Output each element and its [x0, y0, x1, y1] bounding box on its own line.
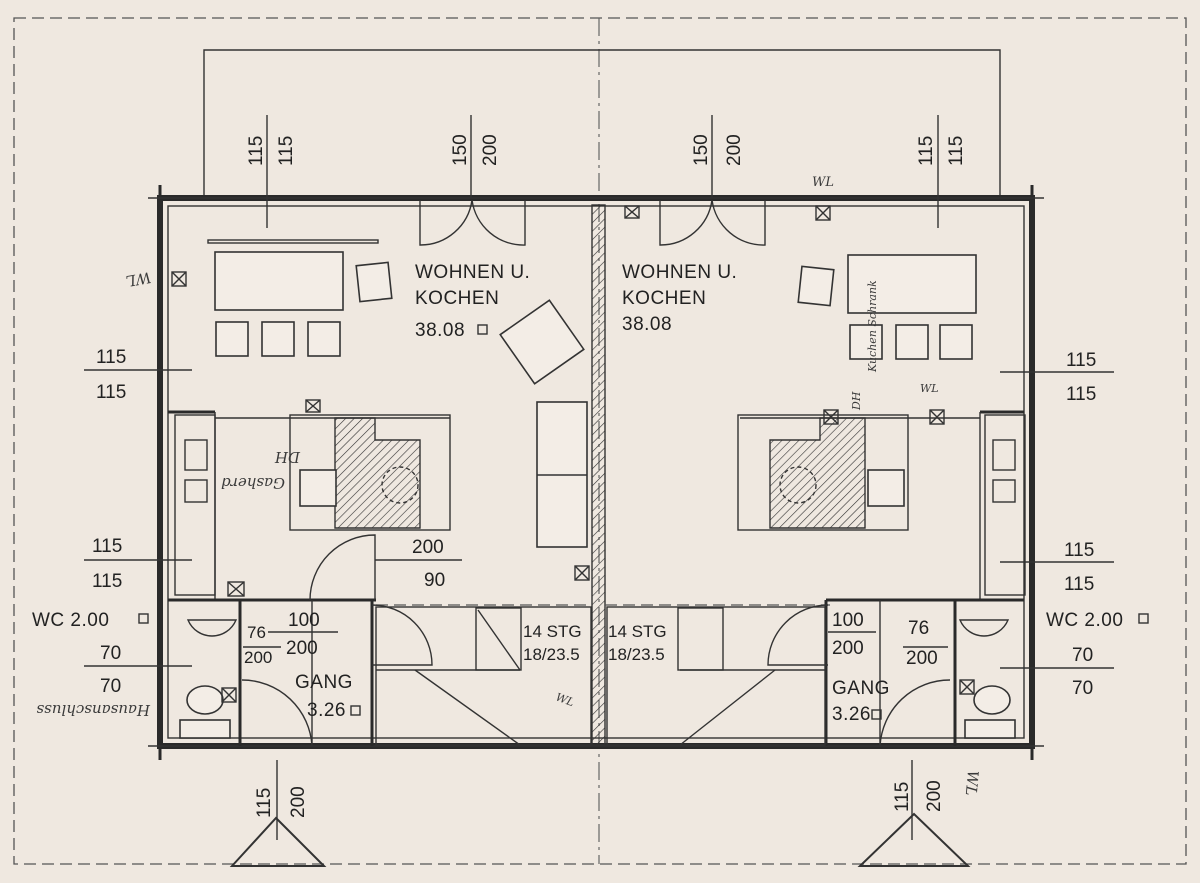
note-right-wl: WL [920, 382, 939, 395]
dim-left-gang-door-a: 100 [288, 610, 320, 631]
left-gang-area-mark [350, 705, 361, 716]
dim-top-right-window-b: 115 [946, 136, 967, 166]
outlet-markers [171, 205, 975, 703]
dim-top-left-window-b: 115 [276, 136, 297, 166]
dim-right-window2-a: 115 [1064, 540, 1094, 561]
left-kitchen [174, 414, 451, 596]
dim-right-wc-door-a: 76 [908, 618, 929, 639]
dim-left-wc-window-a: 70 [100, 643, 121, 664]
note-left-stair-wl: WL [554, 691, 576, 710]
dim-right-window-b: 115 [1066, 384, 1096, 405]
dim-left-wc-door-a: 76 [247, 623, 266, 642]
right-living-room-name: WOHNEN U. [622, 262, 737, 283]
dim-right-gang-door-b: 200 [832, 638, 864, 659]
left-living-room-name-2: KOCHEN [415, 288, 499, 309]
left-dining-table [214, 251, 344, 311]
left-stove [299, 469, 337, 507]
dimension-leaders [84, 115, 1114, 840]
dim-right-entrance-a: 115 [892, 782, 913, 812]
left-dining [207, 239, 393, 357]
dim-left-window2-a: 115 [92, 536, 122, 557]
right-gang-label: GANG [832, 678, 890, 699]
dim-top-right-door-b: 200 [724, 134, 745, 166]
right-gang-area: 3.26 [832, 704, 871, 725]
right-living-room-name-2: KOCHEN [622, 288, 706, 309]
left-area-mark [477, 324, 488, 335]
dim-left-entrance-a: 115 [254, 788, 275, 818]
dim-right-gang-door-a: 100 [832, 610, 864, 631]
dim-top-left-door-a: 150 [450, 134, 471, 166]
note-right-kuchen: Kuchen Schrank [866, 280, 879, 373]
terrace-outline [203, 49, 1001, 198]
dim-top-left-window-a: 115 [246, 136, 267, 166]
note-right-top-wl: WL [812, 175, 834, 190]
right-stair-ratio: 18/23.5 [608, 645, 665, 664]
right-stair-steps: 14 STG [608, 622, 667, 641]
right-dining-table [847, 254, 977, 314]
left-entrance-marker [229, 816, 327, 867]
dim-left-kitchen-opening-b: 90 [424, 570, 445, 591]
left-living-room-name: WOHNEN U. [415, 262, 530, 283]
note-right-bottom-wl: WL [962, 770, 982, 797]
note-left-gasherd: Gasherd [221, 474, 285, 492]
dim-left-window2-b: 115 [92, 571, 122, 592]
left-living-room-area: 38.08 [415, 320, 465, 341]
note-left-wl: WL [124, 268, 152, 290]
right-gang-area-mark [871, 709, 882, 720]
armchair [499, 299, 585, 385]
left-stair [375, 606, 592, 746]
dim-top-right-door-a: 150 [691, 134, 712, 166]
note-left-dh: DH [274, 448, 301, 466]
left-wc-label: WC 2.00 [32, 610, 109, 631]
right-wc-label: WC 2.00 [1046, 610, 1123, 631]
dim-left-kitchen-opening-a: 200 [412, 537, 444, 558]
dim-left-gang-door-b: 200 [286, 638, 318, 659]
note-left-hausanschluss: Hausanschluss [36, 701, 151, 719]
right-stove [867, 469, 905, 507]
left-wc-area-mark [138, 613, 149, 624]
right-stove-pipe [779, 466, 817, 504]
dim-right-wc-window-a: 70 [1072, 645, 1093, 666]
dim-left-wc-door-b: 200 [244, 648, 272, 667]
right-entrance-marker [857, 812, 971, 867]
right-wc-area-mark [1138, 613, 1149, 624]
left-stair-ratio: 18/23.5 [523, 645, 580, 664]
dim-left-wc-window-b: 70 [100, 676, 121, 697]
left-stair-steps: 14 STG [523, 622, 582, 641]
left-gang-area: 3.26 [307, 700, 346, 721]
wc-fixtures [179, 619, 1016, 739]
right-dining [797, 254, 977, 360]
right-living-room-area: 38.08 [622, 314, 672, 335]
left-gang-label: GANG [295, 672, 353, 693]
dim-right-window2-b: 115 [1064, 574, 1094, 595]
left-stove-pipe [381, 466, 419, 504]
doors [241, 199, 951, 747]
dim-right-wc-door-b: 200 [906, 648, 938, 669]
right-stair [606, 606, 826, 746]
party-wall [591, 204, 606, 746]
dim-left-window-a: 115 [96, 347, 126, 368]
dim-top-right-window-a: 115 [916, 136, 937, 166]
dim-left-window-b: 115 [96, 382, 126, 403]
dim-left-entrance-b: 200 [288, 786, 309, 818]
dim-right-window-a: 115 [1066, 350, 1096, 371]
note-right-dh: DH [850, 391, 863, 411]
dim-top-left-door-b: 200 [480, 134, 501, 166]
dim-right-entrance-b: 200 [924, 780, 945, 812]
right-kitchen [737, 414, 1026, 596]
left-living-furniture [499, 299, 588, 548]
dim-right-wc-window-b: 70 [1072, 678, 1093, 699]
